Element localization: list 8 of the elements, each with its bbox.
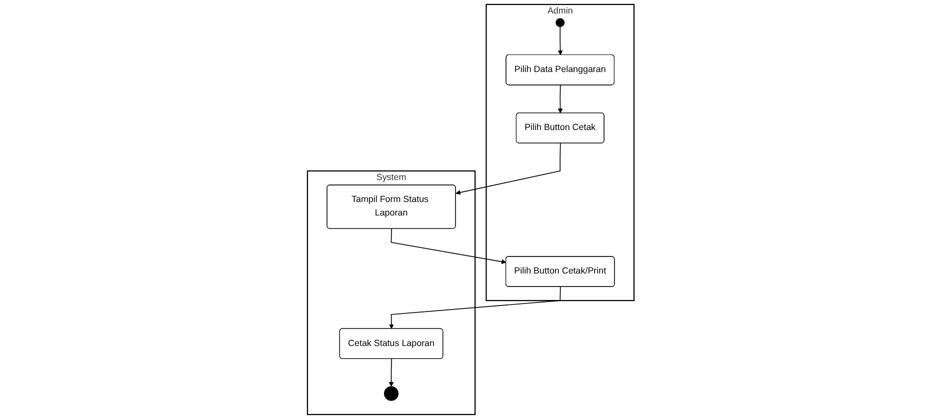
node-circle: [556, 18, 565, 28]
arrow: [558, 26, 564, 56]
arrow: [389, 358, 394, 387]
arrow: [456, 142, 562, 195]
arrow: [558, 84, 564, 114]
arrow: [391, 228, 507, 264]
node-bullseye: [384, 386, 399, 401]
arrow: [389, 286, 562, 329]
